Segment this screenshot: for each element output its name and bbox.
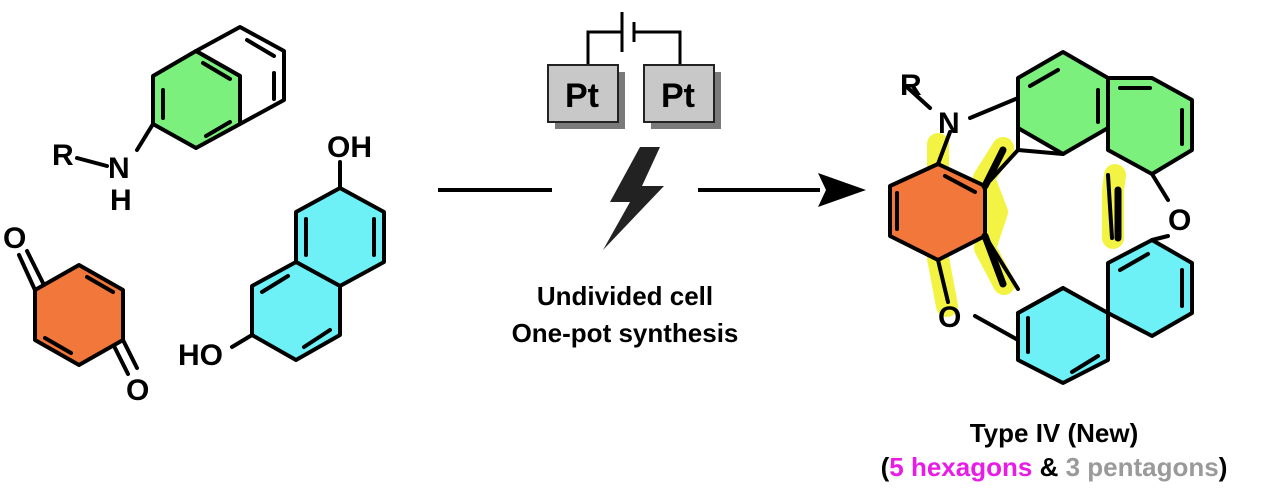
diol-oh-bottom: HO <box>178 339 223 372</box>
product-o-bottom: O <box>938 301 961 334</box>
diol-oh-top: OH <box>327 131 372 164</box>
quinone-o-bottom: O <box>126 374 149 407</box>
benzoquinone-ring-orange <box>33 263 125 367</box>
amine-n-label: N <box>108 152 130 185</box>
caption-open-paren: ( <box>881 452 890 482</box>
product-n-label: N <box>938 107 960 140</box>
naphthylamine-structure: R N H <box>52 25 286 217</box>
condition-line-2: One-pot synthesis <box>512 318 739 348</box>
product-type-title: Type IV (New) <box>970 418 1139 448</box>
electrochemical-cell: Pt Pt <box>547 12 721 250</box>
arrow-head <box>818 173 866 207</box>
right-electrode-label: Pt <box>661 77 695 115</box>
product-r-label: R <box>900 69 922 102</box>
caption-ampersand: & <box>1032 452 1065 482</box>
product-ring-cyan-2 <box>1016 286 1110 385</box>
product-ring-green-2 <box>1106 76 1194 176</box>
lightning-bolt-icon <box>603 147 664 250</box>
hexagon-count: 5 hexagons <box>889 452 1032 482</box>
pentagon-count: 3 pentagons <box>1066 452 1219 482</box>
naphthylamine-ring-green <box>151 49 242 150</box>
product-ring-cyan-1 <box>1106 238 1194 338</box>
dihydroxynaphthalene-structure: OH HO <box>178 131 386 372</box>
left-electrode: Pt <box>547 64 625 129</box>
product-o-right: O <box>1168 204 1191 237</box>
quinone-o-top: O <box>3 222 26 255</box>
amine-r-label: R <box>52 139 74 172</box>
amine-h-label: H <box>110 184 132 217</box>
naphthylamine-ring-plain <box>194 25 286 126</box>
product-ring-green-1 <box>1016 50 1110 156</box>
ring-count-caption: (5 hexagons & 3 pentagons) <box>881 452 1228 482</box>
condition-line-1: Undivided cell <box>537 281 713 311</box>
left-electrode-label: Pt <box>565 77 599 115</box>
diol-ring-lower <box>250 260 342 362</box>
benzoquinone-structure: O O <box>3 222 149 407</box>
right-electrode: Pt <box>643 64 721 129</box>
reaction-arrow <box>438 173 866 207</box>
product-ring-orange <box>888 162 987 262</box>
product-structure: R N O O <box>888 50 1194 385</box>
caption-close-paren: ) <box>1219 452 1228 482</box>
